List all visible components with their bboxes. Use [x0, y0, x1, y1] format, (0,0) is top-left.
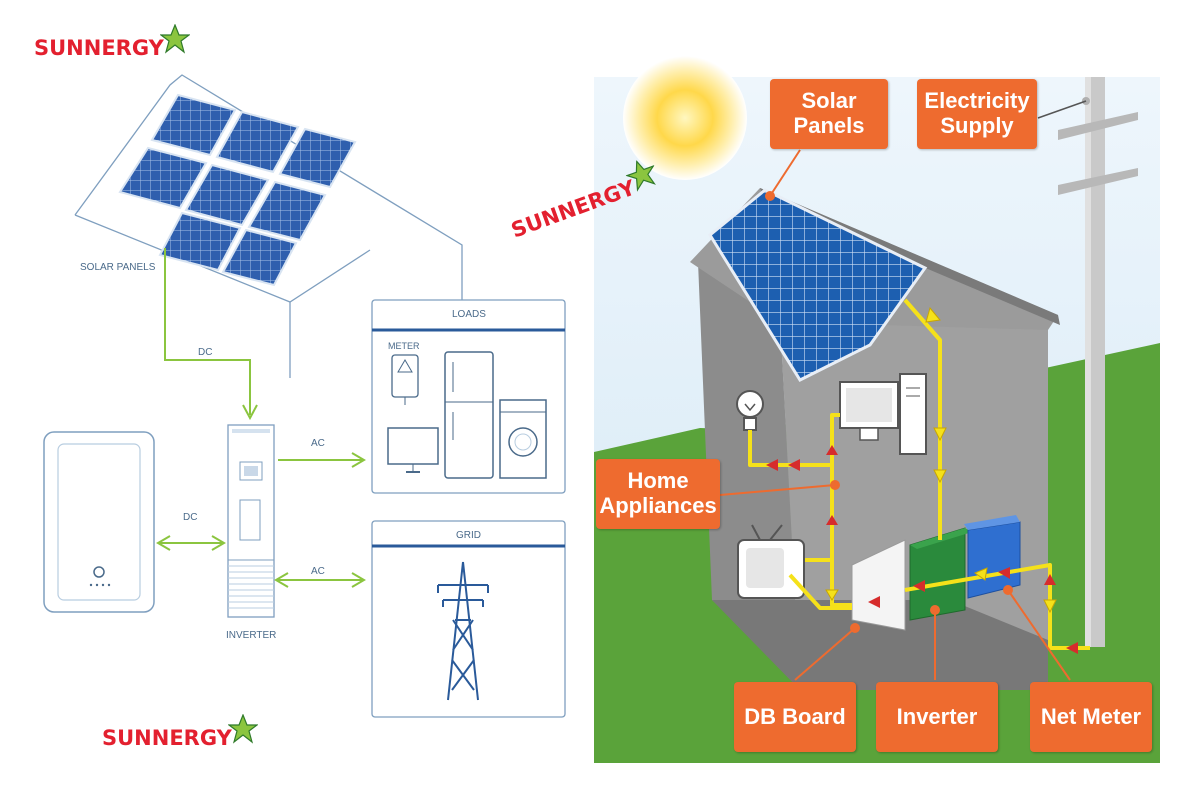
inverter-box: [909, 527, 972, 621]
dc-line-panels-to-inverter: [164, 248, 251, 415]
left-solar-panel-array: [118, 93, 357, 287]
house-outline: [74, 74, 463, 300]
inverter-label: INVERTER: [226, 630, 277, 641]
sunnergy-logo-bottom-left: SUNNERGY: [102, 714, 258, 750]
right-solar-panel: [708, 188, 928, 382]
dc-top-label: DC: [198, 347, 213, 358]
ac-arrow-inverter-grid: [274, 572, 366, 588]
meter-label: METER: [388, 341, 420, 351]
house-inner-floor: [712, 600, 1048, 690]
ac-grid-label: AC: [311, 566, 325, 577]
sun: [623, 56, 747, 180]
ac-loads-label: AC: [311, 438, 325, 449]
callout-net-meter: Net Meter: [1030, 682, 1152, 752]
net-meter-box: [964, 515, 1021, 599]
grid-box-title: GRID: [456, 530, 481, 541]
computer-icon: [839, 373, 927, 455]
battery-unit: [43, 431, 155, 613]
sunnergy-logo-text: SUNNERGY: [102, 726, 232, 750]
callout-leader-lines: [719, 149, 1071, 681]
dc-arrow-battery-inverter: [156, 535, 226, 551]
tv-icon: [737, 524, 805, 599]
dc-left-label: DC: [183, 512, 198, 523]
callout-home-appliances: Home Appliances: [596, 459, 720, 529]
sunnergy-logo-middle: SUNNERGY: [508, 159, 663, 243]
callout-inverter: Inverter: [876, 682, 998, 752]
left-system-diagram: [43, 74, 566, 718]
right-house-diagram: [594, 56, 1160, 763]
flow-arrows: [766, 306, 1078, 654]
callout-db-board: DB Board: [734, 682, 856, 752]
loads-box-title: LOADS: [452, 309, 486, 320]
inverter-unit: [227, 424, 275, 618]
callout-solar-panels: Solar Panels: [770, 79, 888, 149]
loads-box: [371, 299, 566, 494]
utility-pole: [1058, 77, 1138, 647]
db-board-box: [851, 539, 906, 631]
callout-electricity-supply: Electricity Supply: [917, 79, 1037, 149]
roof-edge: [74, 214, 371, 303]
star-icon: [227, 714, 258, 744]
solar-panels-label: SOLAR PANELS: [80, 262, 156, 273]
sunnergy-logo-text: SUNNERGY: [34, 36, 164, 60]
star-icon: [624, 159, 656, 192]
sunnergy-logo-top-left: SUNNERGY: [34, 24, 190, 60]
grid-box: [371, 520, 566, 718]
ac-arrow-inverter-loads: [278, 452, 366, 468]
star-icon: [159, 24, 190, 54]
